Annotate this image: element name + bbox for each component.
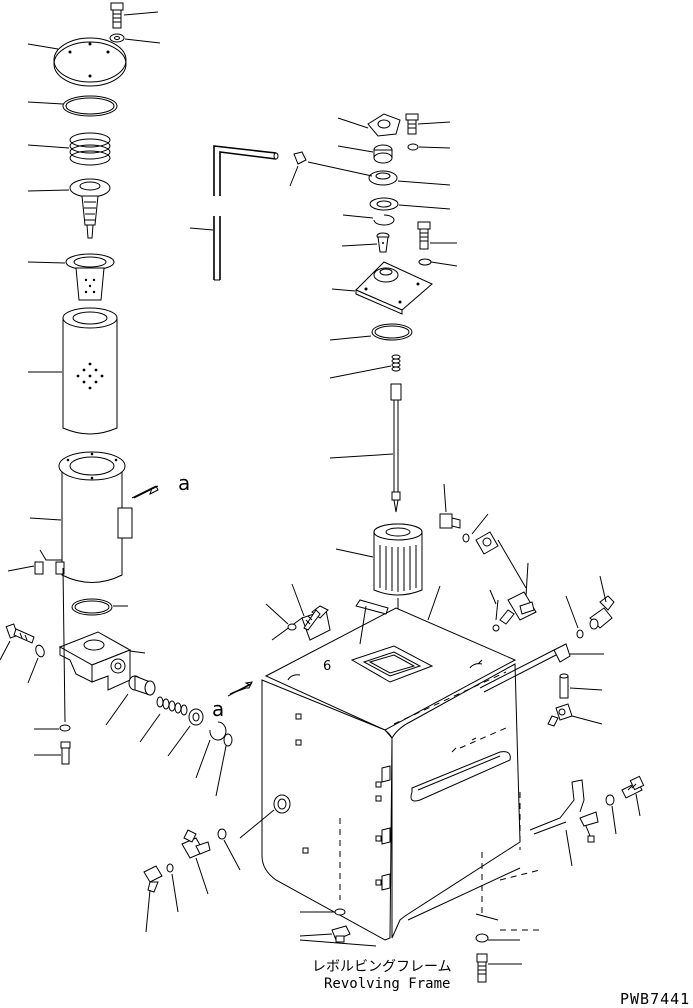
check-valve-seat (167, 708, 204, 757)
filler-gasket (369, 197, 451, 211)
filter-bolt-top (110, 2, 159, 29)
breather-pipe (189, 145, 279, 281)
filler-snap-ring (342, 214, 395, 226)
filter-valve-assembly (27, 178, 111, 239)
view-a-arrow-lower: a (212, 681, 253, 721)
level-sensor-harness (529, 779, 599, 867)
level-gauge-spring (329, 354, 401, 379)
filter-spring (27, 132, 111, 166)
filter-case (7, 451, 133, 583)
o-ring-far-right (565, 595, 584, 639)
view-a-arrow-upper: a (131, 471, 190, 499)
elbow-fitting-right (589, 575, 615, 630)
filter-o-ring-bottom (71, 598, 128, 616)
union-nut-right (475, 531, 527, 589)
hydraulic-tank: 6 (239, 585, 541, 947)
breather-clip (289, 151, 307, 187)
hose-adapter-right (489, 562, 537, 632)
washer-right (605, 794, 617, 835)
revolving-frame-label-jp: レボルビングフレーム (312, 959, 452, 975)
revolving-frame-label-en: Revolving Frame (324, 976, 450, 992)
filler-cap-top (337, 113, 401, 137)
filter-washer-top (109, 33, 161, 44)
drain-cock (181, 829, 211, 895)
filter-drain-line (34, 567, 71, 765)
tank-bolt-top (265, 583, 329, 631)
filler-washer-small (407, 143, 451, 151)
filler-flange (331, 261, 433, 315)
filler-seal-ring (307, 161, 451, 186)
bottom-plug (299, 908, 351, 943)
elbow-fitting-lower-right (547, 703, 603, 727)
mount-bolt-bottom (476, 953, 522, 983)
filter-cover-plate (27, 37, 127, 87)
view-ref-a-lower: a (212, 697, 224, 721)
svg-text:6: 6 (323, 659, 331, 674)
drain-o-ring (166, 863, 179, 913)
mount-washer-bottom (475, 933, 520, 943)
drawing-code: PWB7441 (620, 990, 690, 1008)
bolt-right (621, 775, 645, 817)
filler-bushing (337, 144, 393, 164)
straight-pipe-right (559, 673, 603, 699)
spring-check-valve (139, 696, 188, 743)
filler-o-ring (329, 323, 413, 341)
filter-element (28, 307, 118, 435)
elbow-fitting-upper (439, 483, 461, 529)
drain-line (479, 643, 604, 693)
front-port-fitting (215, 733, 233, 797)
o-ring-small-right (462, 513, 489, 543)
drain-adapter (217, 828, 241, 871)
mount-bolt-left (0, 623, 45, 684)
filter-strainer (27, 253, 115, 301)
view-ref-a-upper: a (178, 471, 190, 495)
filter-head-body (58, 631, 146, 691)
filter-o-ring-top (27, 95, 118, 117)
level-gauge-rod (329, 383, 402, 513)
filler-strainer-small (341, 232, 390, 253)
filler-bolt-side (417, 221, 458, 267)
drain-elbow (143, 865, 163, 933)
connector-adapter-left (105, 675, 156, 726)
snap-ring-left (195, 721, 227, 779)
filler-bolt-top (405, 113, 451, 135)
